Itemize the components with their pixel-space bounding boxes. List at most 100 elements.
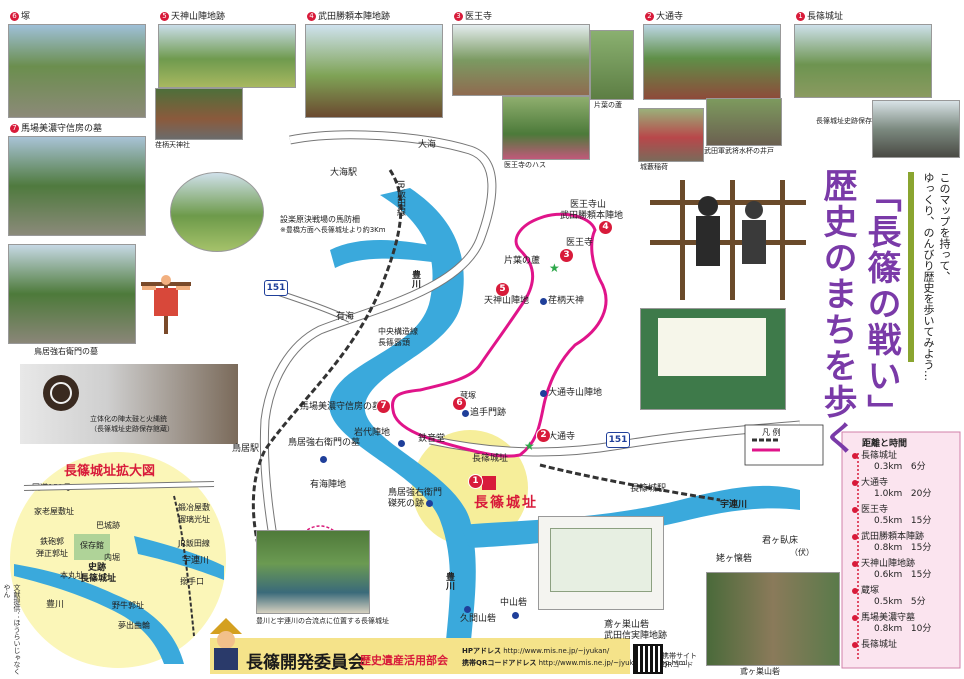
jr-iida-line xyxy=(251,169,403,561)
footer-hp-url[interactable]: http://www.mis.ne.jp/~jyukan/ xyxy=(503,647,610,655)
route151-shield: 151 xyxy=(264,280,288,296)
photo-battlefield-caption: 設楽原決戦場の馬防柵 xyxy=(280,215,360,224)
title-accent-bar xyxy=(908,172,914,362)
photo-armor-sub: （長篠城址史跡保存館蔵） xyxy=(90,425,174,433)
stop-7[interactable]: 7 xyxy=(376,399,391,414)
label-kuma: 久間山砦 xyxy=(460,614,497,624)
stop-6[interactable]: 6 xyxy=(452,396,467,411)
photo-torii-label: 鳥居強右衛門の墓 xyxy=(34,347,98,356)
castle-item-nagashino: 長篠城址 xyxy=(80,574,117,584)
photo-takeda-well xyxy=(706,98,782,146)
label-tenjinyama: 天神山陣地 xyxy=(484,296,530,306)
photo-tenjin-label: 天神山陣地跡 xyxy=(171,12,226,22)
label-legend: 凡 例 xyxy=(762,428,781,437)
footer-bg xyxy=(210,638,630,674)
castle-zoom-circle xyxy=(10,452,226,668)
photo-armor-caption: 立体化の陣太鼓と火縄銃 xyxy=(90,415,167,423)
photo-tsuka xyxy=(8,24,146,118)
photo-iouji-hasu-label: 医王寺のハス xyxy=(504,161,546,169)
label-tobigasu: 鳶ヶ巣山砦 xyxy=(604,620,650,630)
label-ono-station: 大海駅 xyxy=(330,168,358,178)
castle-item-teppo: 鉄砲郭 xyxy=(40,537,64,546)
footer-dept: 歴史遺産活用部会 xyxy=(360,654,448,667)
label-ure-river: 宇連川 xyxy=(720,500,748,510)
footer-qr-url[interactable]: http://www.mis.ne.jp/~jyukan/ket-top.htm… xyxy=(538,659,688,667)
castle-zoom-title: 長篠城址拡大図 xyxy=(64,464,156,479)
distance-stop-0: 長篠城址 xyxy=(861,451,898,461)
footer-qr-label: 携帯QRコードアドレス xyxy=(462,659,537,667)
qr-code[interactable] xyxy=(633,644,663,674)
label-torii-jinchi: 鳥居強右衛門 xyxy=(388,488,443,498)
castle-item-shiseki: 史跡 xyxy=(88,563,107,573)
label-takeda-nobuzane: 武田信実陣地跡 xyxy=(604,631,668,641)
photo-horaiji-label: 鳶ヶ巣山砦 xyxy=(740,667,780,676)
distance-leg-2-time: 15分 xyxy=(910,516,932,526)
distance-stop-2: 医王寺 xyxy=(861,505,889,515)
torii-figure-illustration xyxy=(141,275,191,334)
title-main-line1: 「長篠の戦い」 xyxy=(861,178,901,430)
photo-ebara-label: 荏柄天神社 xyxy=(155,141,190,149)
photo-confluence-label: 豊川と宇連川の合流点に位置する長篠城址 xyxy=(256,617,389,625)
castle-item-uchibori: 内堀 xyxy=(104,553,120,562)
photo-confluence xyxy=(256,530,370,614)
samurai-illustration xyxy=(650,180,806,300)
stop-5[interactable]: 5 xyxy=(495,282,510,297)
stop-1[interactable]: 1 xyxy=(468,474,483,489)
castle-item-jr: JR飯田線 xyxy=(178,539,210,548)
label-kimigafushi: 君ヶ臥床 xyxy=(762,536,799,546)
map-point-ebara xyxy=(540,298,547,305)
map-point-torii-shi xyxy=(426,500,433,507)
photo-horaiji xyxy=(706,572,840,666)
distance-leg-3-time: 15分 xyxy=(910,543,932,553)
castle-item-tomoe: 巴城跡 xyxy=(96,521,120,530)
castle-item-hozonkan: 保存館 xyxy=(80,541,104,550)
distance-leg-4-time: 15分 xyxy=(910,570,932,580)
label-aruumi: 有海 xyxy=(336,312,355,322)
label-torii-shi: 磔死の跡 xyxy=(388,499,425,509)
label-torii-station: 鳥居駅 xyxy=(232,444,260,454)
map-point-otemon xyxy=(462,410,469,417)
label-toyokawa-south: 豊川 xyxy=(444,572,454,590)
stop-3[interactable]: 3 xyxy=(559,248,574,263)
map-point-nakayama xyxy=(512,612,519,619)
star-icon-castle: ★ xyxy=(524,439,535,453)
distance-list: 長篠城址 0.3km 6分 大通寺 1.0km 20分 医王寺 0.5km 15… xyxy=(852,450,958,651)
label-ono: 大海 xyxy=(418,140,437,150)
label-aruumi-jinchi: 有海陣地 xyxy=(310,480,347,490)
stop-4[interactable]: 4 xyxy=(598,220,613,235)
distance-leg-1-time: 20分 xyxy=(910,489,932,499)
label-daitsujiyama: 大通寺山陣地 xyxy=(548,388,603,398)
map-point-daitsujiyama xyxy=(540,390,547,397)
jr-iida-line-east xyxy=(539,463,721,502)
title-sub-line2: ゆっくり、のんびり歴史を歩いてみよう… xyxy=(922,172,935,381)
photo-takeda xyxy=(305,24,443,118)
photo-shikisaiji-label: 城藪稲荷 xyxy=(640,163,668,171)
castle-item-honmaru: 本丸址 xyxy=(60,571,84,580)
castle-item-karo: 家老屋敷址 xyxy=(34,507,74,516)
label-kimigafushi-sub: （伏） xyxy=(790,548,814,557)
photo-katahanoshi xyxy=(590,30,634,100)
distance-stop-4: 天神山陣地跡 xyxy=(861,559,916,569)
distance-stop-6: 馬場美濃守墓 xyxy=(861,613,916,623)
legend-box xyxy=(744,424,824,466)
castle-item-yumede: 夢出曲輪 xyxy=(118,621,150,630)
map-point-kuma xyxy=(464,606,471,613)
label-otemon: 追手門跡 xyxy=(470,408,507,418)
photo-nagashino-castle xyxy=(794,24,932,98)
star-icon: ★ xyxy=(549,261,560,275)
photo-takeda-label: 武田勝頼本陣地跡 xyxy=(318,12,391,22)
footer-qr-caption: 携帯サイト QRコード xyxy=(662,652,697,669)
photo-battlefield xyxy=(170,172,264,252)
map-point-torii-grave xyxy=(320,456,327,463)
photo-shiryokan-label: 長篠城址史跡保存館 xyxy=(816,117,879,125)
label-iwashiro: 岩代陣地 xyxy=(354,428,391,438)
castle-item-toyokawa: 豊川 xyxy=(46,600,65,610)
stop-2[interactable]: 2 xyxy=(536,428,551,443)
castle-item-yagyu: 野牛郭址 xyxy=(112,601,144,610)
label-kura: 蔵塚 xyxy=(460,391,476,400)
distance-leg-3-dist: 0.8km xyxy=(874,543,903,553)
castle-item-rurikou: 瑠璃光址 xyxy=(178,515,210,524)
photo-tenjin xyxy=(158,24,296,88)
photo-battlefield-sub: ※豊橋方面へ長篠城址より約3Km xyxy=(280,226,386,234)
label-jr-line: JR飯田線 xyxy=(395,180,405,216)
